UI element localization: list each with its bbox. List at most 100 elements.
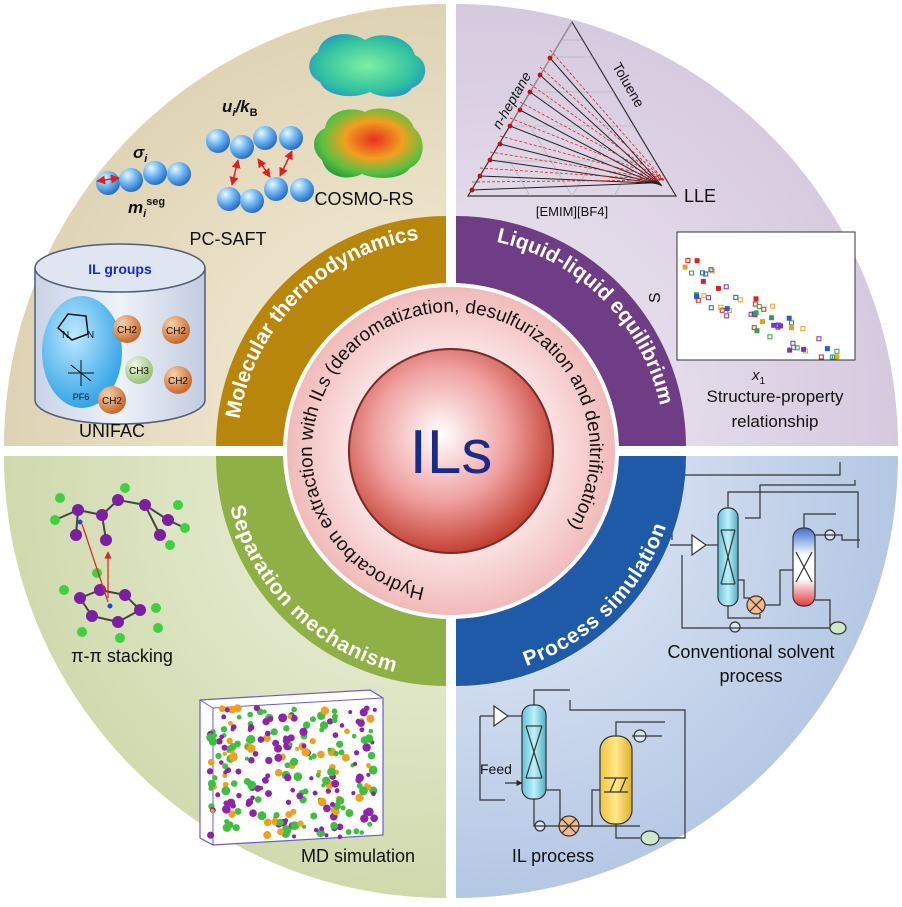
md-atom — [230, 780, 238, 787]
scatter-marker — [801, 346, 807, 352]
tie-line — [471, 182, 656, 191]
md-molecules — [206, 704, 379, 840]
md-atom — [284, 773, 292, 782]
tie-line — [549, 57, 663, 187]
md-atom — [352, 761, 358, 767]
md-atom — [372, 707, 377, 712]
md-atom — [270, 728, 278, 736]
md-atom — [355, 773, 365, 782]
cation-atom-2: N — [87, 330, 94, 341]
md-atom — [288, 742, 293, 747]
md-atom — [339, 723, 345, 728]
md-atom — [323, 804, 331, 813]
tie-line-calc — [471, 179, 665, 183]
structure-property-label-1: Structure-property — [707, 387, 844, 406]
tie-point — [477, 173, 483, 179]
md-simulation-label: MD simulation — [301, 846, 415, 866]
scatter-marker — [724, 313, 730, 319]
md-atom — [236, 714, 242, 720]
md-atom — [324, 833, 329, 838]
md-atom — [364, 783, 369, 788]
md-atom — [327, 747, 332, 752]
md-atom — [345, 809, 354, 818]
feed-label: Feed — [480, 761, 512, 777]
md-atom — [226, 737, 233, 745]
md-atom — [248, 724, 255, 731]
md-atom — [341, 753, 350, 762]
md-atom — [327, 767, 336, 777]
md-atom — [231, 752, 238, 758]
md-atom — [332, 732, 339, 739]
md-atom — [263, 831, 272, 840]
md-atom — [236, 792, 242, 799]
scatter-marker — [791, 344, 797, 350]
md-atom — [222, 763, 229, 770]
md-atom — [365, 807, 374, 817]
md-atom — [283, 725, 290, 732]
tie-line — [489, 159, 658, 185]
md-atom — [263, 734, 271, 742]
md-atom — [368, 728, 374, 734]
scatter-marker — [786, 315, 792, 321]
md-atom — [224, 819, 230, 825]
scatter-marker — [753, 310, 759, 316]
center-title: ILs — [410, 418, 493, 487]
band-liquid-liquid-equilibrium — [456, 216, 686, 446]
md-atom — [210, 808, 215, 813]
md-atom — [222, 804, 231, 814]
md-atom — [340, 805, 346, 811]
scatter-marker — [787, 347, 793, 353]
md-atom — [353, 750, 360, 756]
cosmo-surfaces — [309, 34, 426, 178]
scatter-marker — [818, 354, 824, 360]
md-atom — [267, 715, 274, 723]
scatter-marker — [824, 346, 830, 352]
md-atom — [284, 762, 291, 769]
pcsaft-sigma: σi — [133, 143, 148, 165]
md-atom — [311, 753, 317, 759]
md-atom — [291, 706, 297, 713]
md-atom — [229, 743, 237, 751]
scatter-plot — [676, 231, 856, 361]
il-process-flowsheet — [479, 689, 686, 846]
md-atom — [278, 713, 288, 723]
md-atom — [211, 732, 218, 739]
scatter-marker — [718, 304, 724, 310]
anion-label: PF6 — [73, 392, 90, 402]
md-atom — [250, 795, 255, 801]
tie-line-calc — [499, 135, 665, 181]
md-atom — [219, 734, 225, 740]
pi-pi-stacking-label: π-π stacking — [71, 646, 173, 666]
md-atom — [207, 779, 216, 788]
cation-atom-1: N — [62, 330, 69, 341]
scatter-marker — [703, 271, 709, 277]
md-atom — [331, 717, 338, 724]
scatter-marker — [770, 303, 776, 309]
md-atom — [355, 793, 364, 802]
cosmo-rs-label: COSMO-RS — [315, 189, 414, 209]
md-atom — [302, 721, 311, 729]
md-atom — [234, 808, 242, 815]
tie-line-calc — [539, 66, 665, 181]
md-atom — [218, 705, 226, 713]
md-atom — [272, 739, 280, 747]
scatter-marker — [724, 306, 730, 312]
scatter-marker — [682, 264, 688, 270]
pi-pi-stacking-molecules — [50, 483, 190, 643]
md-atom — [264, 730, 271, 737]
scatter-marker — [767, 334, 773, 340]
md-atom — [282, 825, 290, 833]
md-atom — [367, 751, 376, 760]
md-atom — [216, 738, 223, 745]
scatter-marker — [685, 258, 691, 264]
unifac-group-5: CH2 — [102, 396, 122, 407]
unifac-cylinder — [34, 243, 206, 425]
md-atom — [330, 822, 338, 830]
md-atom — [293, 772, 303, 782]
md-atom — [257, 736, 265, 743]
md-atom — [309, 776, 314, 781]
md-atom — [228, 705, 236, 714]
md-atom — [246, 744, 256, 753]
scatter-marker — [751, 325, 757, 331]
unifac-cylinder-title: IL groups — [88, 261, 152, 277]
